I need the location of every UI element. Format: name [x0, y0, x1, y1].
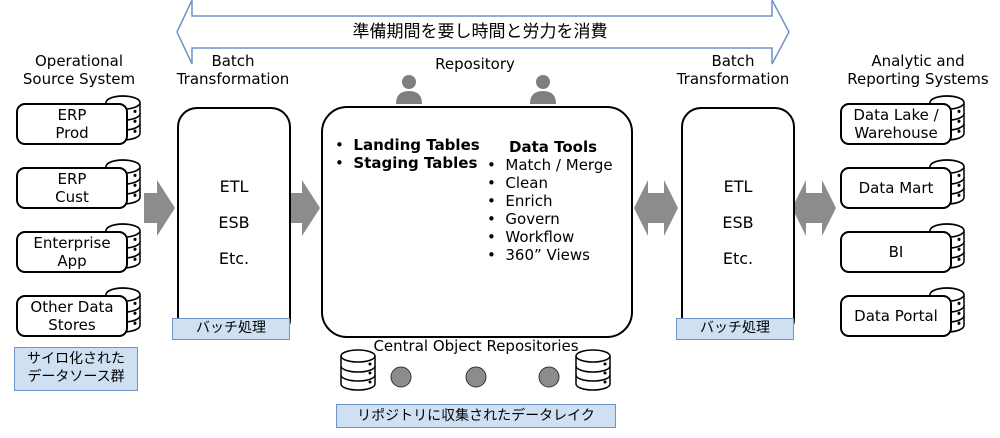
- data-lake-callout: リポジトリに収集されたデータレイク: [336, 404, 616, 428]
- left-batch-box[interactable]: ETL ESB Etc.: [177, 107, 291, 339]
- right-batch-callout: バッチ処理: [676, 318, 794, 340]
- object-circle-icon: [390, 366, 412, 388]
- batch-target-double-arrow: [792, 180, 836, 236]
- banner-text: 準備期間を要し時間と労力を消費: [352, 22, 608, 42]
- central-database-icon: [340, 349, 376, 391]
- target-data-portal[interactable]: Data Portal: [840, 295, 952, 337]
- data-tools-title: Data Tools: [509, 138, 598, 156]
- batch-to-repository-arrow: [290, 180, 320, 236]
- central-repositories-label: Central Object Repositories: [373, 337, 579, 355]
- object-circle-icon: [538, 366, 560, 388]
- tool-item: • Workflow: [487, 228, 575, 246]
- tool-item: • 360” Views: [487, 246, 590, 264]
- central-database-icon: [575, 349, 611, 391]
- tool-item: • Govern: [487, 210, 560, 228]
- repository-box[interactable]: • Landing Tables • Staging Tables Data T…: [321, 106, 633, 338]
- target-data-lake[interactable]: Data Lake / Warehouse: [840, 103, 952, 145]
- left-batch-callout: バッチ処理: [172, 318, 290, 340]
- bullet-staging-tables: • Staging Tables: [335, 154, 478, 172]
- target-bi[interactable]: BI: [840, 231, 952, 273]
- header-analytic: Analytic and Reporting Systems: [847, 52, 989, 88]
- source-other-data-stores[interactable]: Other Data Stores: [16, 295, 128, 337]
- header-operational: Operational Source System: [22, 52, 136, 88]
- time-cost-double-arrow: [176, 0, 790, 65]
- bullet-landing-tables: • Landing Tables: [335, 136, 480, 154]
- tool-item: • Clean: [487, 174, 548, 192]
- right-batch-esb: ESB: [722, 213, 754, 232]
- left-batch-esb: ESB: [218, 213, 250, 232]
- person-icon: [396, 75, 422, 104]
- header-batch-right: Batch Transformation: [676, 52, 790, 88]
- right-batch-box[interactable]: ETL ESB Etc.: [681, 107, 795, 339]
- repository-bullets: • Landing Tables • Staging Tables: [335, 136, 480, 172]
- header-batch-left: Batch Transformation: [176, 52, 290, 88]
- source-enterprise-app[interactable]: Enterprise App: [16, 231, 128, 273]
- tool-item: • Enrich: [487, 192, 553, 210]
- header-repository: Repository: [435, 55, 515, 73]
- repository-batch-double-arrow: [634, 180, 678, 236]
- target-data-mart[interactable]: Data Mart: [840, 167, 952, 209]
- left-batch-etl: ETL: [219, 177, 249, 196]
- right-batch-etl: ETL: [723, 177, 753, 196]
- source-to-batch-arrow: [144, 180, 175, 236]
- tool-item: • Match / Merge: [487, 156, 613, 174]
- source-silo-callout: サイロ化された データソース群: [14, 347, 138, 391]
- object-circle-icon: [465, 366, 487, 388]
- source-erp-prod[interactable]: ERP Prod: [16, 103, 128, 145]
- person-icon: [530, 75, 556, 104]
- left-batch-etc: Etc.: [218, 249, 250, 268]
- data-tools-list: Data Tools • Match / Merge • Clean • Enr…: [487, 138, 613, 264]
- right-batch-etc: Etc.: [722, 249, 754, 268]
- source-erp-cust[interactable]: ERP Cust: [16, 167, 128, 209]
